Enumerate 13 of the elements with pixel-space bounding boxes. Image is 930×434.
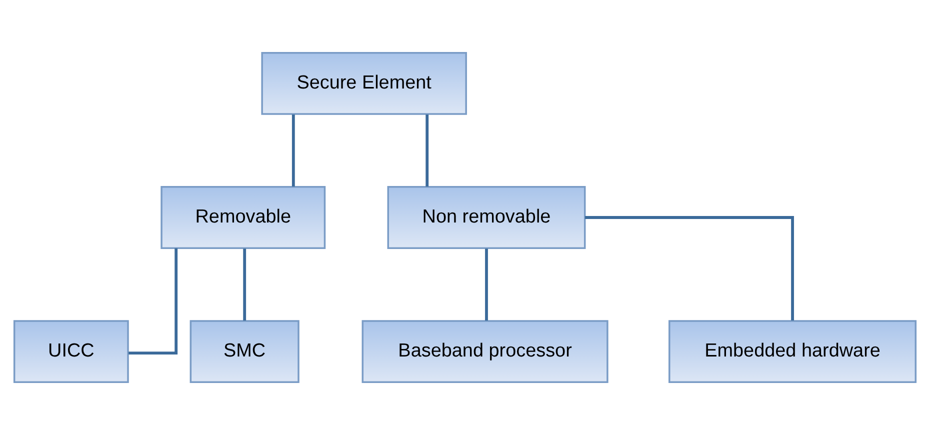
node-box: Removable [160,186,326,248]
node-box: SMC [190,320,300,383]
node-box: Baseband processor [362,320,608,383]
connector [243,248,246,320]
node-box: Embedded hardware [668,320,917,383]
connector [485,248,488,320]
node-box: Non removable [387,186,586,248]
connector [426,114,429,186]
connector [292,114,295,186]
connector [128,248,178,354]
node-box: Secure Element [261,51,467,114]
connector [585,216,794,320]
node-box: UICC [13,320,129,383]
